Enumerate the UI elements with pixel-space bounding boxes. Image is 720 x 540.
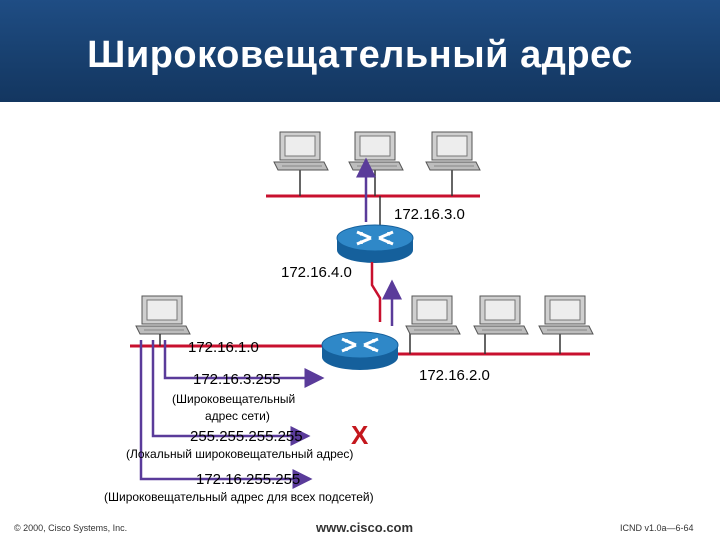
slide-title: Широковещательный адрес — [87, 34, 633, 76]
label-local-address: 255.255.255.255 — [190, 428, 303, 445]
computer-icon — [405, 295, 461, 335]
computer-icon — [425, 131, 481, 171]
computer-icon — [473, 295, 529, 335]
label-all-subnets-desc: (Широковещательный адрес для всех подсет… — [104, 490, 374, 504]
label-net1: 172.16.1.0 — [188, 339, 259, 356]
footer-url[interactable]: www.cisco.com — [316, 520, 414, 535]
label-net2: 172.16.2.0 — [419, 367, 490, 384]
blocked-x-icon: X — [351, 420, 369, 450]
computer-icon — [348, 131, 404, 171]
arrow-all-subnets — [139, 340, 313, 489]
slide-header: Широковещательный адрес — [0, 0, 720, 102]
serial-link — [370, 262, 382, 322]
router-icon-top — [335, 223, 415, 265]
label-all-subnets-address: 172.16.255.255 — [196, 471, 301, 488]
footer-code: ICND v1.0a—6-64 — [620, 523, 694, 533]
computer-icon — [273, 131, 329, 171]
arrow-local — [151, 340, 311, 446]
arrow-directed — [163, 340, 325, 388]
computer-icon — [538, 295, 594, 335]
label-directed-desc-2: адрес сети) — [205, 409, 270, 423]
computer-icon-sender — [135, 295, 191, 335]
label-directed-address: 172.16.3.255 — [193, 371, 281, 388]
label-local-desc: (Локальный широковещательный адрес) — [126, 447, 354, 461]
footer-copyright: © 2000, Cisco Systems, Inc. — [14, 523, 128, 533]
label-net4: 172.16.4.0 — [281, 264, 352, 281]
label-directed-desc-1: (Широковещательный — [172, 392, 296, 406]
router-icon-bottom — [320, 330, 400, 372]
label-net3: 172.16.3.0 — [394, 206, 465, 223]
